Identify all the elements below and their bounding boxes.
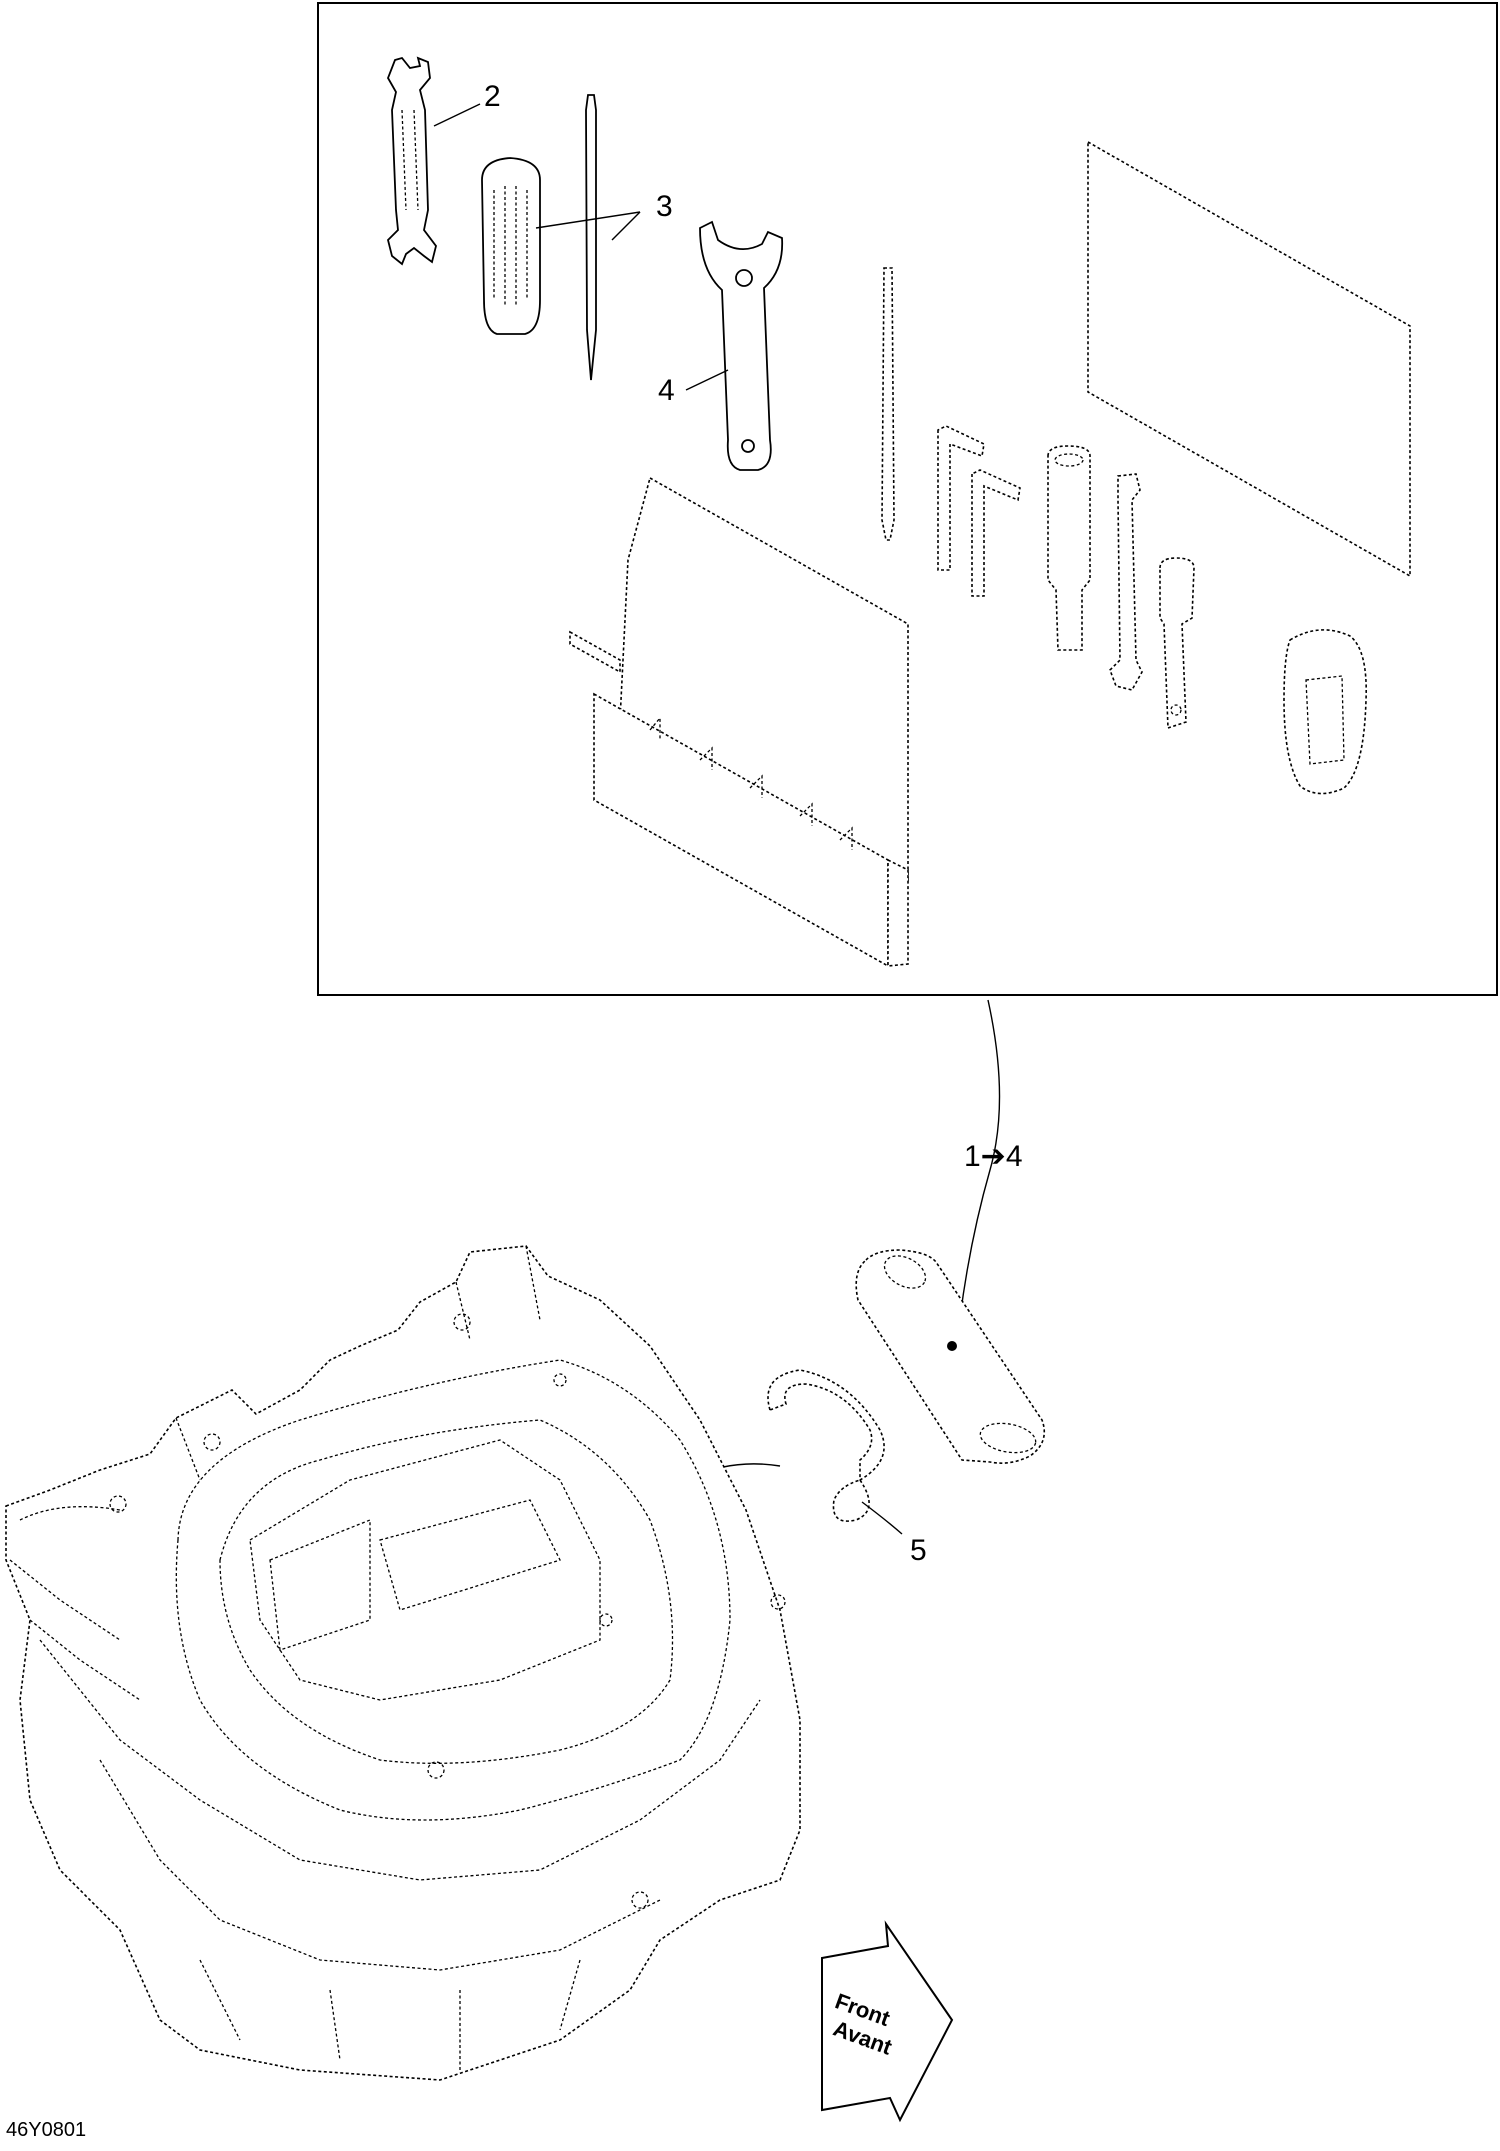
leader-item-2: [433, 103, 481, 127]
combination-wrench: [1109, 473, 1143, 691]
spanner-wrench: [699, 220, 784, 471]
retaining-strap: [767, 1369, 885, 1522]
leader-item-3a: [535, 211, 641, 229]
tool-storage-tube: [855, 1249, 1046, 1464]
callout-item-2: 2: [484, 80, 501, 113]
socket-extension: [1047, 445, 1091, 651]
leader-tool-kit-to-tube: [959, 999, 1001, 1319]
allen-key-large: [937, 425, 985, 571]
callout-item-3: 3: [656, 190, 673, 223]
tool-holder-pouch: [569, 476, 909, 968]
owners-manual-sheet: [1087, 140, 1411, 578]
screwdriver-bit: [585, 94, 597, 381]
callout-item-4: 4: [658, 374, 675, 407]
screwdriver-handle: [481, 157, 541, 335]
fuse-holder: [1283, 629, 1367, 795]
leader-item-4: [685, 369, 729, 391]
drawing-code: 46Y0801: [6, 2119, 86, 2141]
callout-item-5: 5: [910, 1534, 927, 1567]
open-end-wrench: [387, 56, 437, 266]
long-hex-bit: [881, 267, 895, 541]
front-direction-arrow: Front Avant: [821, 1920, 954, 2123]
storage-compartment-body: [5, 1245, 801, 2081]
tool-kit-frame: [317, 2, 1498, 996]
callout-range-1-to-4: 1➔4: [964, 1140, 1023, 1173]
leader-item-5: [861, 1501, 903, 1535]
spark-plug-socket: [1159, 557, 1195, 730]
allen-key-small: [971, 469, 1021, 597]
leader-item-3b: [611, 211, 641, 241]
